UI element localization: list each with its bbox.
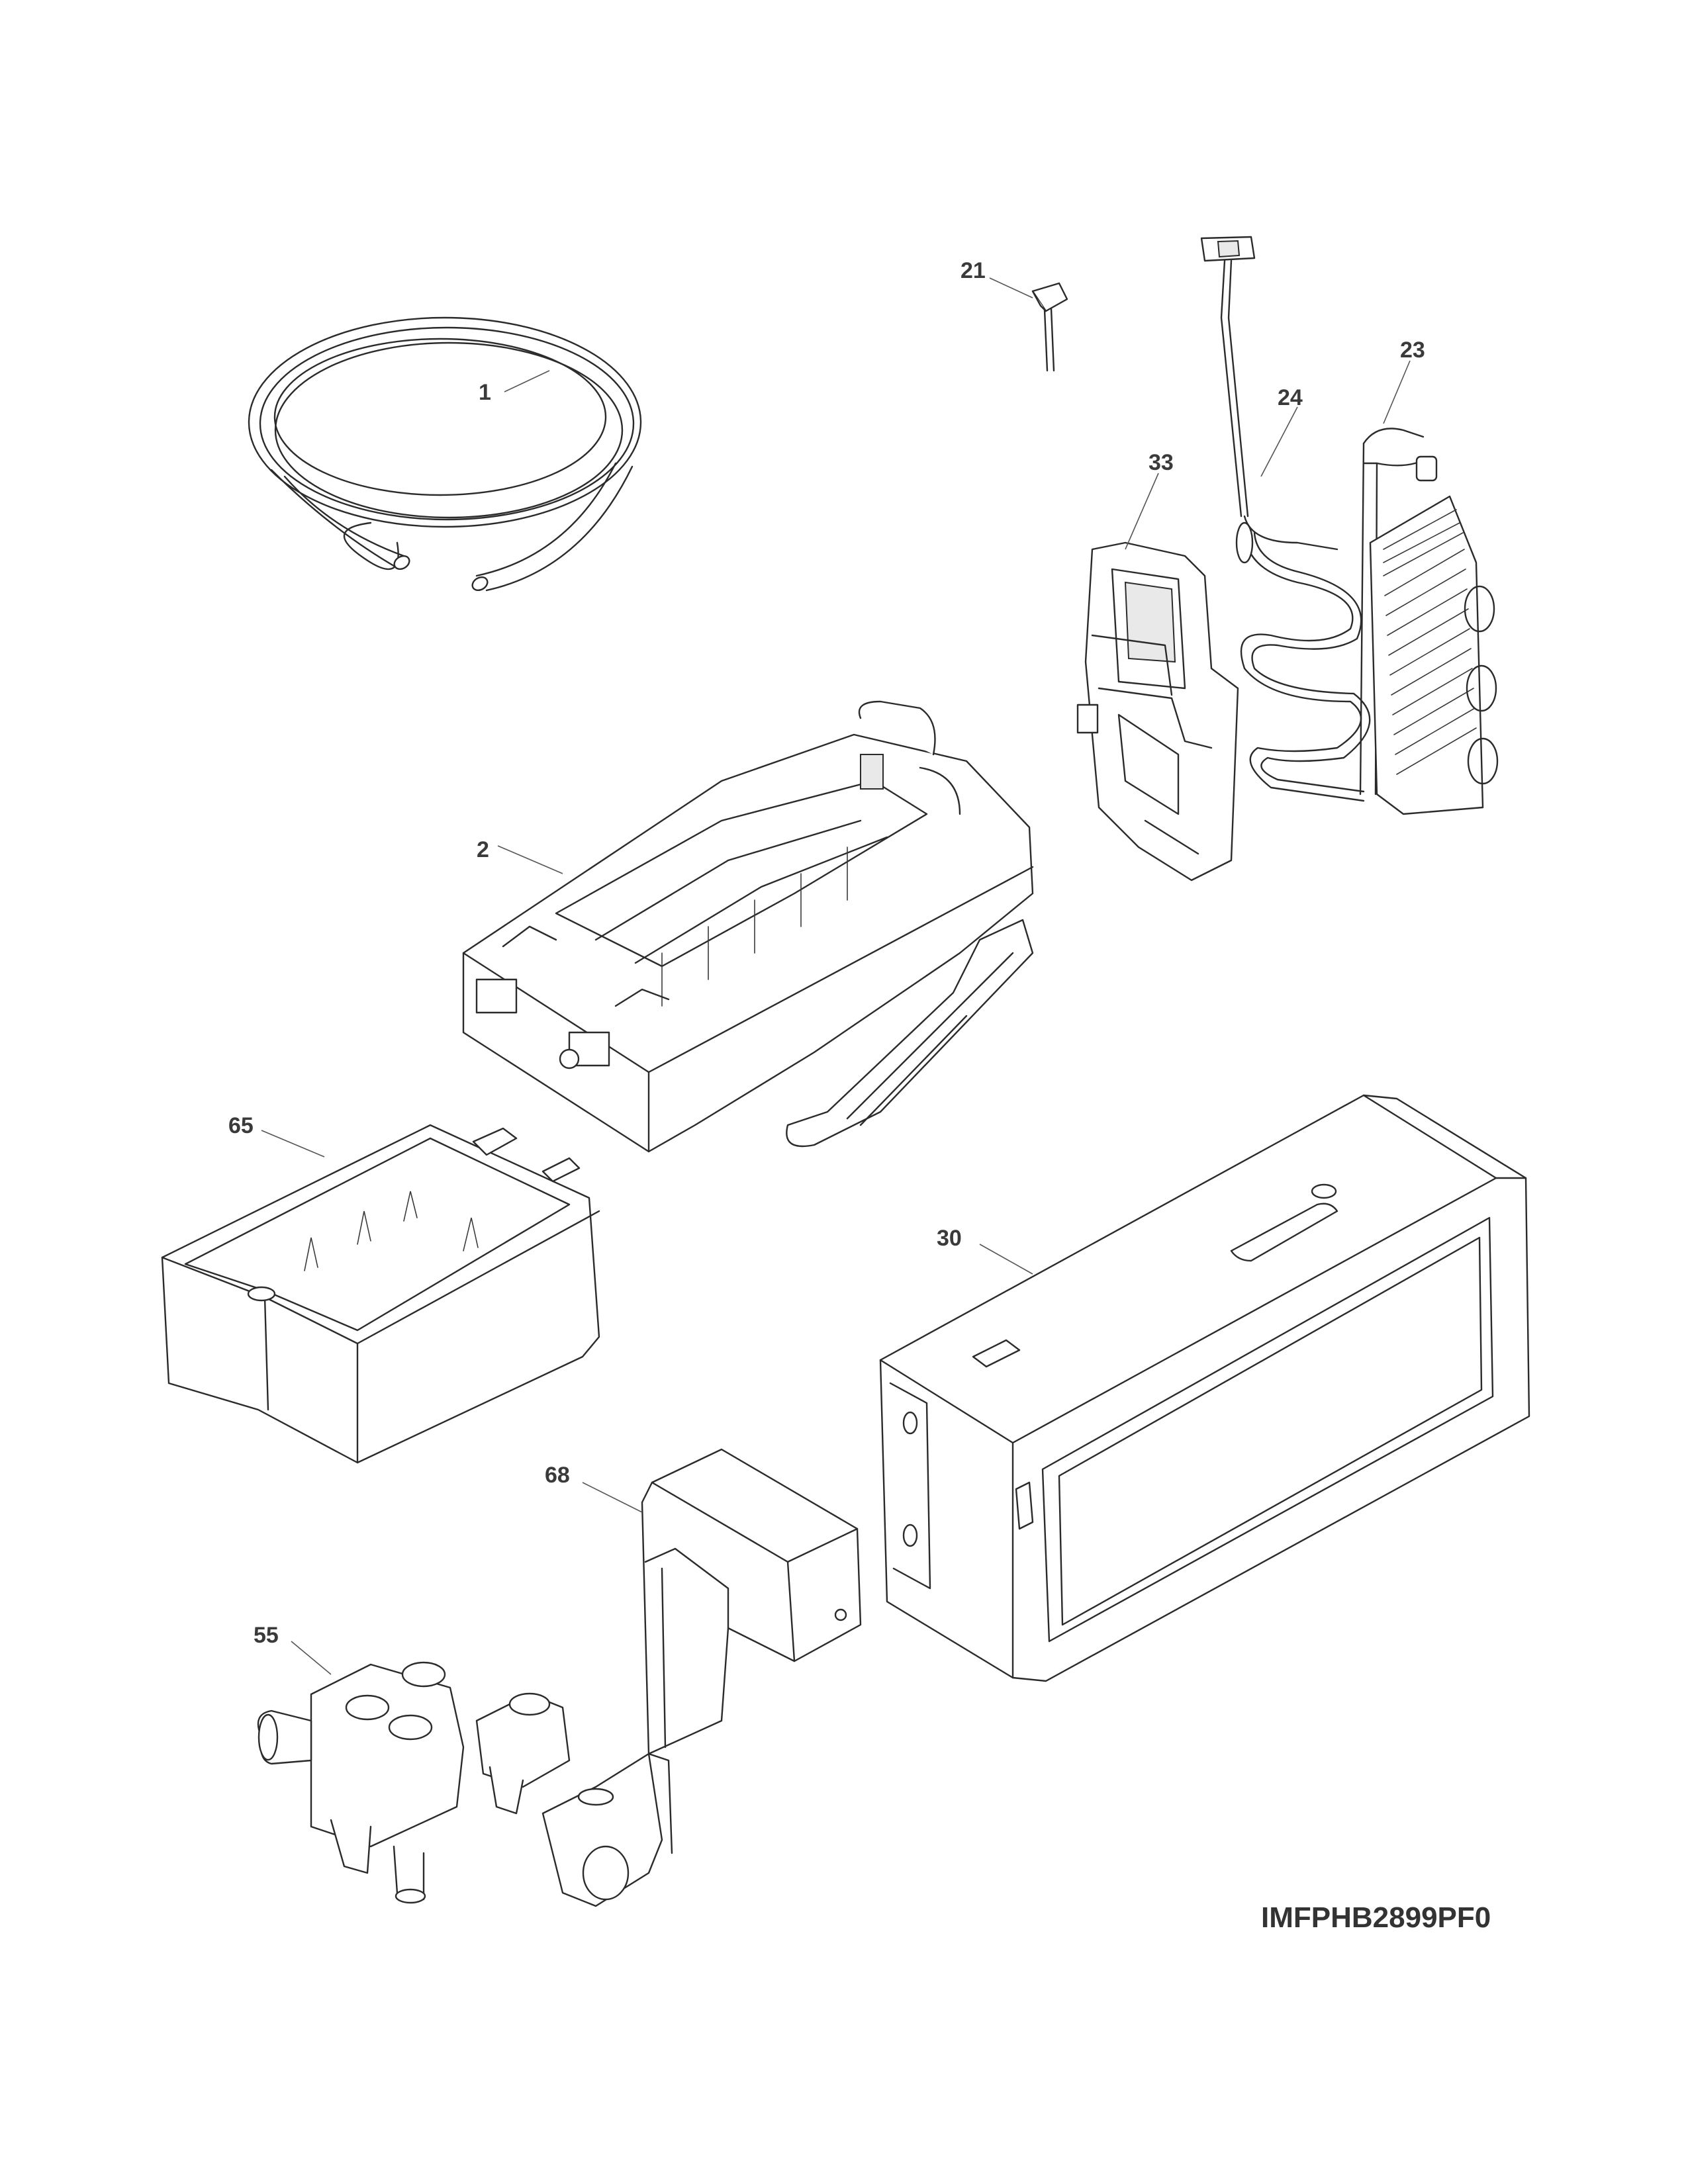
thermistor-icon[interactable] bbox=[1031, 282, 1068, 372]
evaporator-cover-icon[interactable] bbox=[1076, 541, 1239, 882]
front-cover-icon[interactable] bbox=[641, 1448, 862, 1755]
water-valve-icon[interactable] bbox=[257, 1661, 673, 1907]
callout-24: 24 bbox=[1278, 385, 1303, 410]
callout-23: 23 bbox=[1400, 338, 1425, 363]
callout-2: 2 bbox=[477, 837, 489, 862]
leader-lines bbox=[261, 277, 1411, 1675]
ice-box-housing-icon[interactable] bbox=[879, 1094, 1530, 1682]
callout-68: 68 bbox=[545, 1463, 570, 1488]
callout-1: 1 bbox=[479, 380, 491, 405]
callout-65: 65 bbox=[228, 1113, 254, 1138]
ice-bucket-icon[interactable] bbox=[161, 1124, 600, 1464]
callout-33: 33 bbox=[1149, 450, 1174, 475]
heater-harness-icon[interactable] bbox=[1200, 236, 1371, 802]
callout-labels: 1 2 21 23 24 30 33 55 65 68 bbox=[228, 258, 1425, 1648]
evaporator-icon[interactable] bbox=[1359, 428, 1499, 815]
callout-30: 30 bbox=[937, 1226, 962, 1251]
water-tube-coil-icon[interactable] bbox=[248, 316, 642, 593]
drawing-code: IMFPHB2899PF0 bbox=[1261, 1901, 1491, 1934]
callout-55: 55 bbox=[254, 1623, 279, 1648]
ice-maker-icon[interactable] bbox=[462, 700, 1034, 1153]
callout-21: 21 bbox=[961, 258, 986, 283]
